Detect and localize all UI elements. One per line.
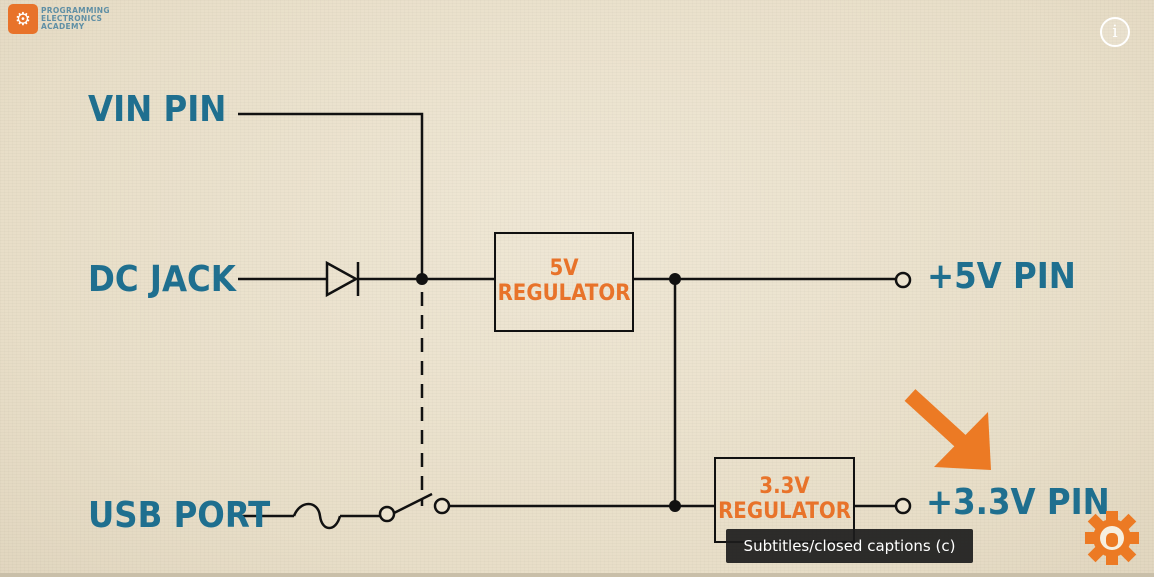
diode-symbol <box>325 260 359 298</box>
switch-terminal <box>433 497 451 515</box>
regulator-3v3-label: REGULATOR <box>718 499 851 524</box>
junction-dot <box>669 273 681 285</box>
vin-wire <box>238 112 424 279</box>
info-icon[interactable]: i <box>1100 17 1130 47</box>
junction-dot <box>416 273 428 285</box>
3v3-pin-label: +3.3V PIN <box>926 482 1110 523</box>
channel-logo-text: PROGRAMMING ELECTRONICS ACADEMY <box>41 7 110 31</box>
vin-pin-label: VIN PIN <box>88 89 227 130</box>
regulator-5v-voltage: 5V <box>549 256 579 282</box>
regulator-3v3-voltage: 3.3V <box>759 474 810 500</box>
gear-icon: ⚙ <box>8 4 38 34</box>
logo-line-3: ACADEMY <box>41 21 85 31</box>
junction-dot <box>669 500 681 512</box>
regulator-5v: 5V REGULATOR <box>494 232 634 332</box>
dc-jack-label: DC JACK <box>88 259 236 300</box>
channel-watermark-icon[interactable] <box>1085 511 1139 565</box>
switch-terminal <box>378 505 396 523</box>
regulator-5v-label: REGULATOR <box>497 281 631 306</box>
highlight-arrow-icon <box>904 389 991 470</box>
pin-terminal <box>894 271 912 289</box>
usb-port-label: USB PORT <box>88 495 271 536</box>
fuse-symbol <box>292 502 342 530</box>
switch-blade <box>393 492 433 515</box>
pin-terminal <box>894 497 912 515</box>
captions-tooltip: Subtitles/closed captions (c) <box>726 529 973 563</box>
5v-pin-label: +5V PIN <box>927 256 1076 297</box>
logo-line-1: PROGRAMMING <box>41 6 110 16</box>
player-progress-strip <box>0 573 1154 577</box>
channel-logo: ⚙ PROGRAMMING ELECTRONICS ACADEMY <box>8 4 110 34</box>
logo-line-2: ELECTRONICS <box>41 14 103 24</box>
